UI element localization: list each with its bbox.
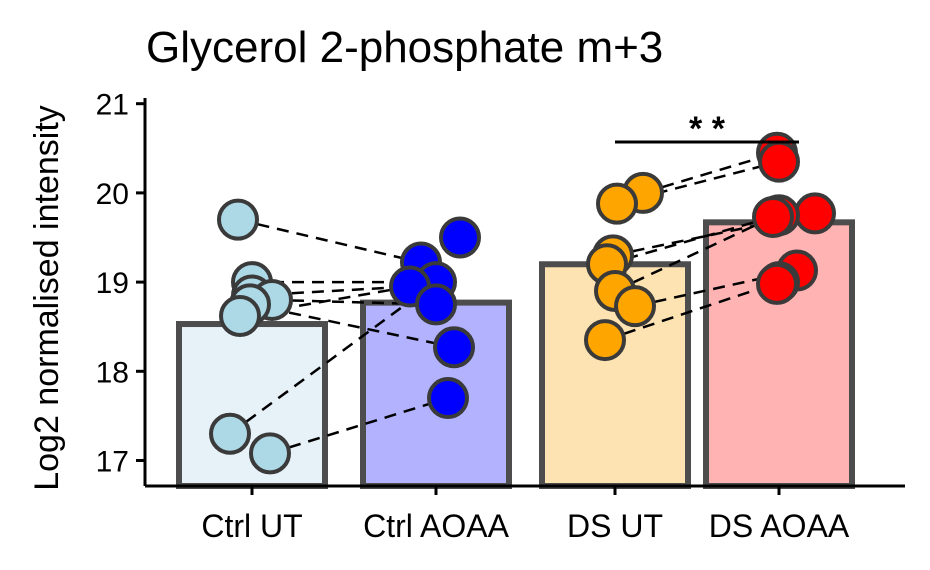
data-point: [752, 195, 794, 238]
data-point: [249, 432, 291, 475]
y-tick-label: 20: [96, 178, 129, 211]
pair-line: [642, 151, 778, 195]
pair-line: [249, 303, 455, 349]
y-tick-label: 17: [96, 446, 129, 479]
x-tick-label: Ctrl AOAA: [363, 508, 509, 544]
bar: [703, 219, 855, 489]
pair-line: [614, 215, 774, 293]
data-point: [794, 192, 836, 235]
pair-line: [229, 281, 437, 435]
pair-line: [604, 280, 780, 342]
data-point: [219, 294, 261, 337]
chart-title: Glycerol 2-phosphate m+3: [146, 23, 663, 72]
x-tick-label: Ctrl UT: [201, 508, 302, 544]
data-point: [584, 319, 626, 362]
data-point: [415, 283, 457, 326]
x-tick-label: DS UT: [567, 508, 663, 544]
significance-label: * *: [689, 110, 726, 148]
pair-line: [269, 396, 449, 455]
pair-line: [271, 298, 437, 306]
points-layer: [209, 131, 836, 475]
data-point: [217, 198, 259, 241]
pair-line: [634, 269, 798, 308]
y-tick-label: 18: [96, 356, 129, 389]
data-point: [756, 262, 798, 305]
x-tick-label: DS AOAA: [709, 508, 850, 544]
data-point: [427, 377, 469, 420]
data-point: [209, 412, 251, 455]
y-tick-label: 21: [96, 89, 129, 122]
data-point: [439, 216, 481, 259]
significance-layer: * *: [615, 110, 799, 148]
pair-line: [237, 218, 422, 264]
y-axis-label: Log2 normalised intensity: [28, 105, 66, 491]
data-point: [433, 326, 475, 369]
data-point: [758, 140, 800, 183]
y-tick-label: 19: [96, 267, 129, 300]
data-point: [614, 285, 656, 328]
data-point: [596, 182, 638, 225]
pair-line: [606, 213, 780, 266]
